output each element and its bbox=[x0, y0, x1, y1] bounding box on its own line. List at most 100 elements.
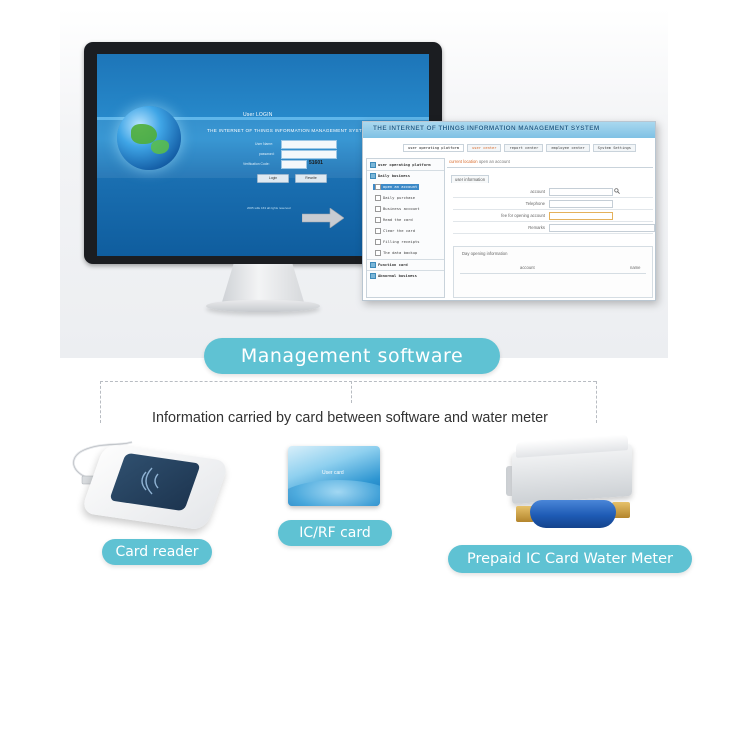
sidebar-item-label: Daily business bbox=[378, 173, 411, 178]
sidebar-divider bbox=[367, 259, 444, 260]
password-label: password: bbox=[259, 152, 275, 156]
sidebar-item-label: Clear the card bbox=[383, 228, 416, 233]
sidebar-item-label: Read the card bbox=[383, 217, 413, 222]
copyright-text: 2005 sdfe 163 all rights reserved bbox=[247, 206, 291, 210]
sidebar-item-daily-purchase[interactable]: Daily purchase bbox=[375, 195, 415, 201]
sidebar-item-label: open an account bbox=[383, 184, 418, 189]
sidebar: user operating platform Daily business o… bbox=[366, 158, 445, 298]
screen-band bbox=[97, 117, 429, 120]
system-title: THE INTERNET OF THINGS INFORMATION MANAG… bbox=[207, 128, 370, 133]
sidebar-item-clear-card[interactable]: Clear the card bbox=[375, 228, 415, 234]
page-icon bbox=[375, 206, 381, 212]
page-icon bbox=[375, 228, 381, 234]
software-window: THE INTERNET OF THINGS INFORMATION MANAG… bbox=[362, 121, 656, 301]
tab-employee-center[interactable]: employee center bbox=[546, 144, 590, 152]
form-row: account bbox=[453, 186, 653, 198]
remarks-label: Remarks bbox=[528, 225, 545, 230]
user-name-input[interactable] bbox=[281, 140, 337, 149]
breadcrumb-prefix: current location bbox=[449, 159, 478, 164]
sidebar-divider bbox=[367, 270, 444, 271]
meter-brass-inlet bbox=[516, 506, 534, 522]
fee-input[interactable] bbox=[549, 212, 613, 220]
sidebar-item-open-account[interactable]: open an account bbox=[373, 184, 420, 190]
monitor-stand bbox=[222, 264, 304, 302]
sidebar-item-function-card[interactable]: Function card bbox=[370, 262, 408, 268]
login-button[interactable]: Login bbox=[257, 174, 289, 183]
day-table-header: account name bbox=[460, 263, 646, 274]
password-input[interactable] bbox=[281, 150, 337, 159]
arrow-right-icon bbox=[302, 208, 344, 228]
user-login-heading: User LOGIN bbox=[243, 112, 273, 118]
globe-icon bbox=[117, 106, 181, 170]
app-header: THE INTERNET OF THINGS INFORMATION MANAG… bbox=[363, 122, 655, 138]
meter-brass-outlet bbox=[612, 502, 630, 518]
telephone-input[interactable] bbox=[549, 200, 613, 208]
sidebar-divider bbox=[367, 170, 444, 171]
sidebar-item-label: Business account bbox=[383, 206, 420, 211]
connector-line bbox=[100, 381, 596, 382]
verification-label: Verification Code: bbox=[243, 162, 270, 166]
tab-system-settings[interactable]: System Settings bbox=[592, 144, 636, 152]
folder-icon bbox=[370, 262, 376, 268]
page-icon bbox=[375, 239, 381, 245]
ic-rf-card-label: IC/RF card bbox=[278, 520, 392, 546]
sidebar-item-label: Abnormal business bbox=[378, 273, 417, 278]
sidebar-item-business-account[interactable]: Business account bbox=[375, 206, 420, 212]
form-row: Remarks bbox=[453, 222, 655, 234]
card-reader-label: Card reader bbox=[102, 539, 212, 565]
telephone-label: Telephone bbox=[525, 201, 545, 206]
breadcrumb-divider bbox=[447, 167, 653, 168]
app-title: THE INTERNET OF THINGS INFORMATION MANAG… bbox=[373, 125, 600, 132]
contactless-icon bbox=[141, 467, 159, 495]
search-icon[interactable] bbox=[614, 188, 620, 194]
globe-land bbox=[131, 124, 157, 144]
folder-icon bbox=[370, 173, 376, 179]
sidebar-item-label: Daily purchase bbox=[383, 195, 416, 200]
account-input[interactable] bbox=[549, 188, 613, 196]
sidebar-item-label: user operating platform bbox=[378, 162, 431, 167]
tab-report-center[interactable]: report center bbox=[504, 144, 544, 152]
tab-user-operating-platform[interactable]: user operating platform bbox=[403, 144, 465, 152]
section-tab-user-information[interactable]: user information bbox=[451, 175, 490, 183]
sidebar-item-user-operating-platform[interactable]: user operating platform bbox=[370, 162, 431, 168]
sidebar-item-abnormal-business[interactable]: Abnormal business bbox=[370, 273, 417, 279]
day-opening-title: Day opening information bbox=[462, 251, 508, 256]
globe-land bbox=[151, 140, 169, 154]
ic-rf-card: User card bbox=[288, 446, 380, 506]
page-icon bbox=[375, 195, 381, 201]
sidebar-item-filling-receipts[interactable]: Filling receipts bbox=[375, 239, 420, 245]
sidebar-item-label: Function card bbox=[378, 262, 408, 267]
column-name: name bbox=[630, 265, 641, 270]
connector-line bbox=[100, 381, 101, 423]
sidebar-item-read-card[interactable]: Read the card bbox=[375, 217, 413, 223]
rewrite-button[interactable]: Rewrite bbox=[295, 174, 327, 183]
fee-label: fee for opening account bbox=[501, 213, 545, 218]
tab-bar: user operating platform user center repo… bbox=[403, 144, 639, 152]
page-icon bbox=[375, 184, 381, 190]
page-icon bbox=[375, 250, 381, 256]
breadcrumb-page: open an account bbox=[478, 159, 510, 164]
page-icon bbox=[375, 217, 381, 223]
breadcrumb: current location open an account bbox=[449, 159, 510, 164]
form-row: Telephone bbox=[453, 198, 653, 210]
remarks-input[interactable] bbox=[549, 224, 655, 232]
form-row: fee for opening account bbox=[453, 210, 653, 222]
tab-user-center[interactable]: user center bbox=[467, 144, 502, 152]
sidebar-item-daily-business[interactable]: Daily business bbox=[370, 173, 410, 179]
verification-code: 51601 bbox=[309, 160, 323, 166]
sidebar-item-label: The data backup bbox=[383, 250, 418, 255]
verification-input[interactable] bbox=[281, 160, 307, 169]
sidebar-item-label: Filling receipts bbox=[383, 239, 420, 244]
water-splash bbox=[288, 480, 380, 506]
card-print-text: User card bbox=[322, 470, 344, 476]
connector-line bbox=[351, 381, 352, 403]
information-caption: Information carried by card between soft… bbox=[152, 410, 548, 426]
day-opening-panel: Day opening information account name bbox=[453, 246, 653, 298]
account-label: account bbox=[530, 189, 545, 194]
management-software-label: Management software bbox=[204, 338, 500, 374]
user-name-label: User Name: bbox=[255, 142, 274, 146]
water-meter-label: Prepaid IC Card Water Meter bbox=[448, 545, 692, 573]
sidebar-item-data-backup[interactable]: The data backup bbox=[375, 250, 417, 256]
connector-line bbox=[596, 381, 597, 423]
folder-icon bbox=[370, 162, 376, 168]
